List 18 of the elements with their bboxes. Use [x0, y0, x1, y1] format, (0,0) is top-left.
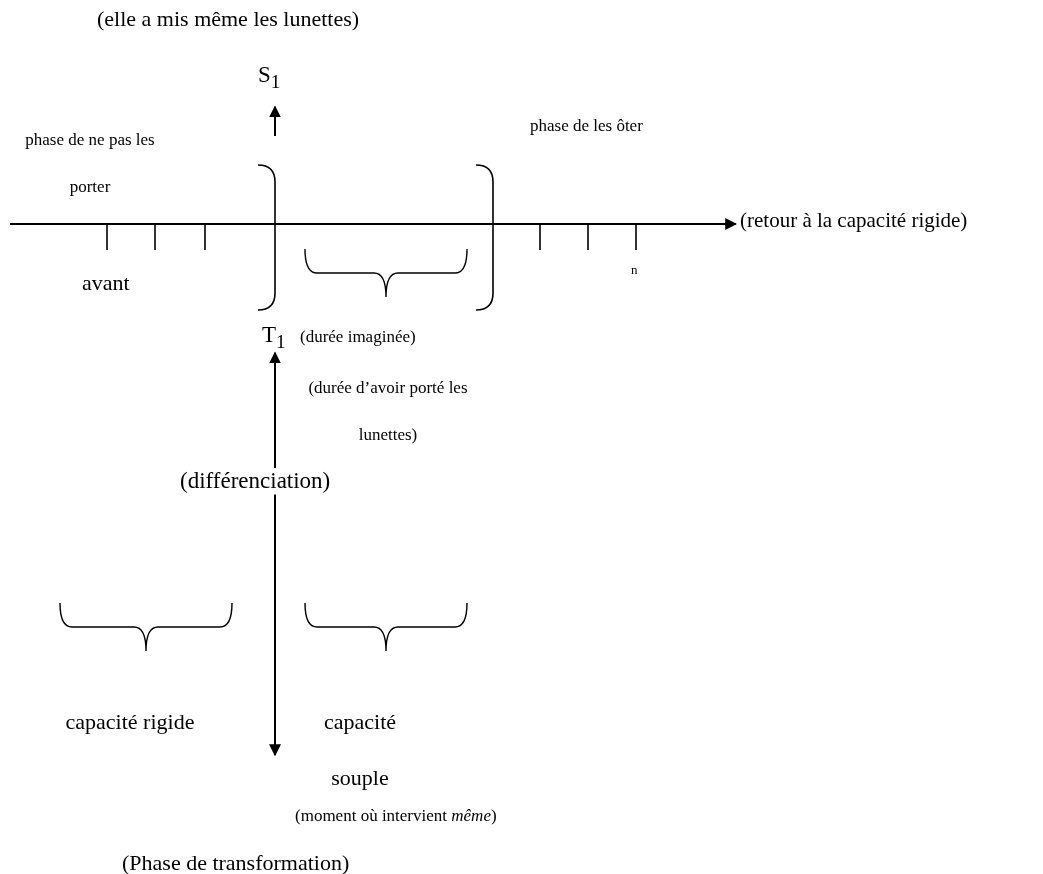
note-text: (moment où intervient même): [295, 806, 497, 826]
arrow: [9, 218, 738, 230]
note-text: (durée imaginée): [300, 327, 416, 347]
symbol-label: T$_{1}$: [262, 322, 286, 353]
heading-text: (elle a mis même les lunettes): [97, 6, 360, 32]
symbol-label: S$_{1}$: [258, 62, 281, 107]
arrow: [269, 351, 281, 469]
end-label: (retour à la capacité rigide): [740, 208, 968, 233]
capacity-label: capacité souple: [322, 708, 398, 792]
arrow: [269, 105, 281, 137]
stage-label: (différenciation): [180, 468, 331, 495]
arrow: [269, 493, 281, 757]
axis-label: avant: [82, 270, 130, 296]
tick-label: n: [631, 263, 638, 278]
capacity-label: capacité rigide: [65, 708, 195, 736]
caption-text: (Phase de transformation): [122, 850, 350, 874]
phase-label: phase de ne pas les porter: [24, 129, 156, 198]
phase-label: phase de les ôter: [530, 116, 643, 136]
